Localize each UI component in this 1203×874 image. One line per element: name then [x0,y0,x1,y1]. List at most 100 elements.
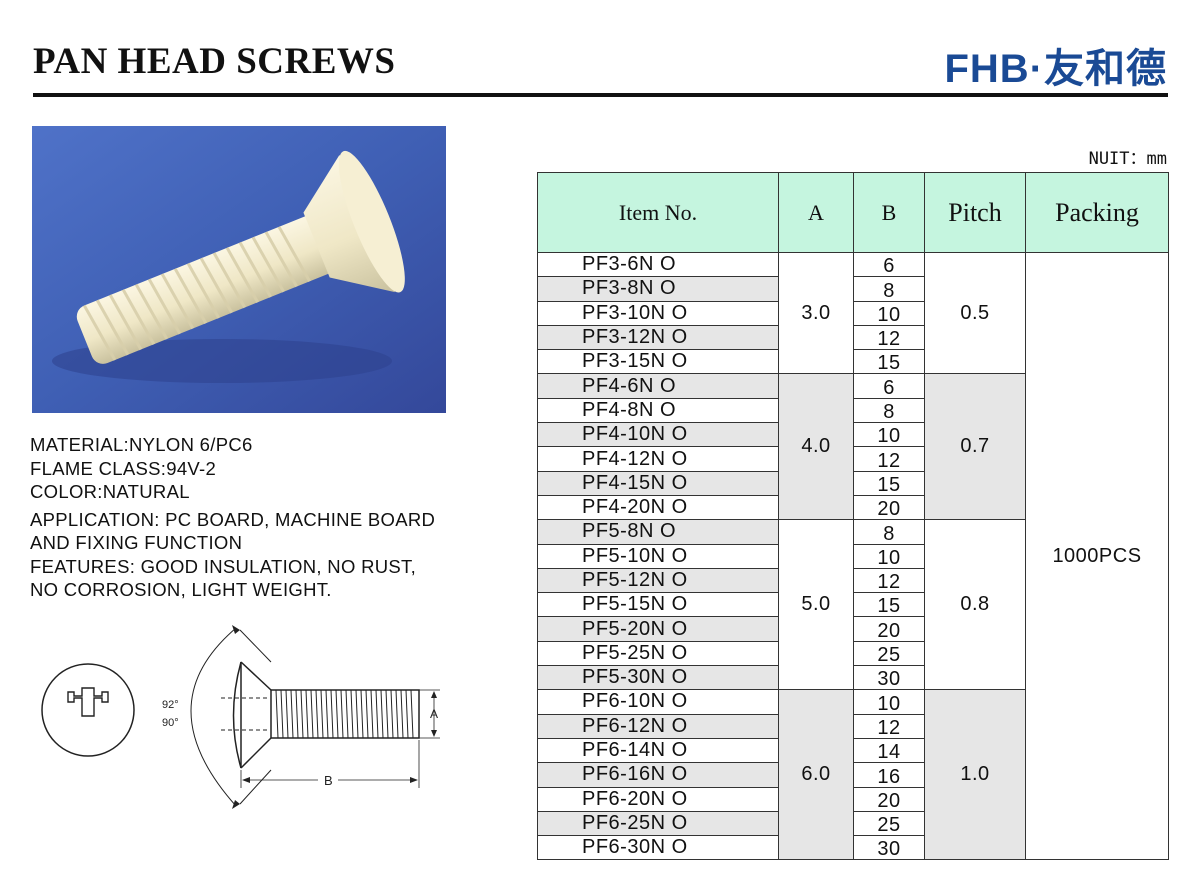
item-no: PF5-10N O [537,543,779,569]
table-row: PF5-10N O 10 [537,543,1169,569]
dim-b: 8 [853,276,925,302]
spec-color: COLOR:NATURAL [30,481,190,502]
dim-b: 16 [853,762,925,788]
header-pitch: Pitch [924,172,1026,253]
table-row: PF3-12N O 12 [537,324,1169,351]
dim-a: 5.0 [778,519,854,691]
dim-b: 8 [853,519,925,545]
page-title: PAN HEAD SCREWS [33,41,396,82]
phillips-cross-icon [67,687,109,717]
spec-application-cont: AND FIXING FUNCTION [30,532,243,553]
item-no: PF5-12N O [537,567,779,594]
item-no: PF6-25N O [537,810,779,837]
table-row: PF6-14N O 14 [537,737,1169,764]
packing: 1000PCS [1025,251,1169,861]
dim-b: 10 [853,422,925,448]
pitch: 0.8 [924,519,1026,691]
table-row: PF5-25N O 25 [537,640,1169,667]
table-row: PF4-6N O 4.0 6 0.7 [537,373,1169,521]
header-a: A [778,172,854,253]
dim-b: 30 [853,835,925,861]
table-row: PF5-12N O 12 [537,567,1169,594]
dim-b: 6 [853,373,925,399]
product-photo [32,126,446,413]
brand-logo: FHB·友和德 [944,47,1167,91]
item-no: PF5-20N O [537,616,779,642]
item-no: PF4-15N O [537,470,779,496]
dim-a: 4.0 [778,373,854,521]
spec-features: FEATURES: GOOD INSULATION, NO RUST, [30,555,417,577]
header-rule [33,93,1168,97]
table-row: PF5-15N O 15 [537,592,1169,618]
dim-b: 25 [853,810,925,837]
item-no: PF5-15N O [537,592,779,618]
dim-b: 8 [853,397,925,424]
spec-material: MATERIAL:NYLON 6/PC6 [30,434,253,455]
item-no: PF6-16N O [537,762,779,788]
spec-table: Item No. A B Pitch Packing PF3-6N O 3.0 … [537,172,1169,861]
dimension-b-label: B [324,773,333,788]
item-no: PF3-12N O [537,324,779,351]
dim-b: 12 [853,713,925,739]
screw-top-view [41,663,135,757]
table-row: PF4-8N O 8 [537,397,1169,424]
pitch: 1.0 [924,689,1026,861]
table-row: PF4-10N O 10 [537,422,1169,448]
table-row: PF6-20N O 20 [537,786,1169,812]
item-no: PF6-30N O [537,835,779,861]
item-no: PF4-12N O [537,446,779,472]
table-row: PF4-20N O 20 [537,494,1169,521]
dim-a: 6.0 [778,689,854,861]
table-row: PF3-8N O 8 [537,276,1169,302]
item-no: PF3-8N O [537,276,779,302]
item-no: PF4-10N O [537,422,779,448]
table-header-row: Item No. A B Pitch Packing [537,172,1169,253]
item-no: PF3-15N O [537,349,779,375]
table-row: PF4-12N O 12 [537,446,1169,472]
dim-b: 12 [853,324,925,351]
item-no: PF4-20N O [537,494,779,521]
dim-b: 25 [853,640,925,667]
dim-b: 14 [853,737,925,764]
dim-a: 3.0 [778,251,854,375]
dim-b: 10 [853,689,925,715]
table-row: PF6-30N O 30 [537,835,1169,861]
item-no: PF3-10N O [537,300,779,326]
table-row: PF6-25N O 25 [537,810,1169,837]
dim-b: 15 [853,349,925,375]
table-row: PF6-10N O 6.0 10 1.0 [537,689,1169,861]
table-row: PF3-6N O 3.0 6 0.5 1000PCS [537,251,1169,861]
dim-b: 6 [853,251,925,278]
spec-features-cont: NO CORROSION, LIGHT WEIGHT. [30,579,332,600]
spec-application: APPLICATION: PC BOARD, MACHINE BOARD [30,508,436,530]
angle-top-label: 92° [162,699,179,711]
table-row: PF6-12N O 12 [537,713,1169,739]
table-row: PF5-20N O 20 [537,616,1169,642]
table-row: PF3-15N O 15 [537,349,1169,375]
header-item-no: Item No. [537,172,779,253]
dim-b: 12 [853,567,925,594]
table-row: PF4-15N O 15 [537,470,1169,496]
pitch: 0.5 [924,251,1026,375]
dim-b: 10 [853,543,925,569]
table-row: PF3-10N O 10 [537,300,1169,326]
item-no: PF5-25N O [537,640,779,667]
item-no: PF6-12N O [537,713,779,739]
dim-b: 12 [853,446,925,472]
table-row: PF5-30N O 30 [537,665,1169,691]
dim-b: 30 [853,665,925,691]
dim-b: 15 [853,470,925,496]
dim-b: 20 [853,494,925,521]
item-no: PF4-8N O [537,397,779,424]
spec-flame-class: FLAME CLASS:94V-2 [30,457,217,479]
item-no: PF6-14N O [537,737,779,764]
dimension-a-label: A [430,707,438,721]
item-no: PF5-30N O [537,665,779,691]
dim-b: 10 [853,300,925,326]
pitch: 0.7 [924,373,1026,521]
unit-label: NUIT：mm [1088,149,1167,169]
screw-side-view [232,661,242,769]
item-no: PF3-6N O [537,251,779,278]
spec-text: MATERIAL:NYLON 6/PC6 FLAME CLASS:94V-2 C… [30,433,500,602]
item-no: PF5-8N O [537,519,779,545]
